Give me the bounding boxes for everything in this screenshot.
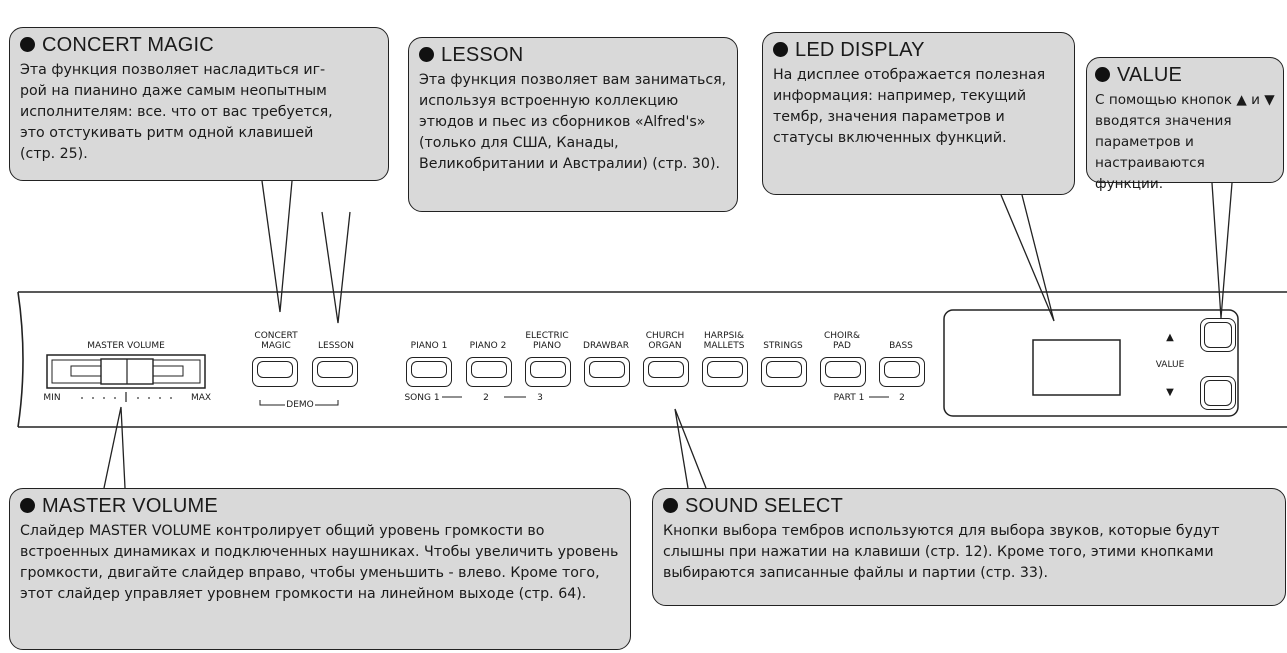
leader-sound-select [674,408,707,489]
piano-2-button[interactable] [466,357,512,387]
value-up-arrow-icon: ▲ [1166,332,1174,343]
sound-label-strings: STRINGS [763,341,803,351]
callout-title: SOUND SELECT [685,495,843,517]
leader-led-display [1000,194,1055,322]
lesson-label: LESSON [318,341,354,351]
bullet-icon [20,498,35,513]
strings-button[interactable] [761,357,807,387]
callout-lesson: LESSON Эта функция позволяет вам занимат… [408,37,738,212]
sound-label-piano-2: PIANO 2 [469,341,507,351]
part-1-label: PART 1 [833,393,865,403]
lesson-button[interactable] [312,357,358,387]
concert-magic-button[interactable] [252,357,298,387]
sound-label-harpsi-mallets: HARPSI& MALLETS [703,331,745,351]
callout-text: С помощью кнопок ▲ и ▼ вводятся значения… [1095,92,1275,192]
harpsi-mallets-button[interactable] [702,357,748,387]
callout-text: Слайдер MASTER VOLUME контролирует общий… [20,523,619,602]
sound-label-church-organ: CHURCH ORGAN [645,331,685,351]
choir-pad-button[interactable] [820,357,866,387]
callout-concert-magic: CONCERT MAGIC Эта функция позволяет насл… [9,27,389,181]
callout-title: CONCERT MAGIC [42,34,214,56]
panel-left-curve [17,291,24,428]
value-label: VALUE [1155,360,1185,370]
bullet-icon [773,42,788,57]
bullet-icon [20,37,35,52]
church-organ-button[interactable] [643,357,689,387]
leader-lesson [321,211,351,324]
piano-1-button[interactable] [406,357,452,387]
electric-piano-button[interactable] [525,357,571,387]
value-down-button[interactable] [1200,376,1236,410]
callout-master-volume: MASTER VOLUME Слайдер MASTER VOLUME конт… [9,488,631,650]
leader-value [1211,182,1233,319]
song-2-label: 2 [483,393,489,403]
callout-text: Эта функция позволяет вам заниматьcя, ис… [419,72,727,172]
leader-master-volume [103,406,126,489]
value-up-button[interactable] [1200,318,1236,352]
callout-led-display: LED DISPLAY На дисплее отображается поле… [762,32,1075,195]
sound-label-choir-pad: CHOIR& PAD [823,331,861,351]
callout-sound-select: SOUND SELECT Кнопки выбора тембров испол… [652,488,1286,606]
callout-text: Кнопки выбора тембров используются для в… [663,523,1220,581]
leader-concert-magic [261,180,293,313]
callout-title: LESSON [441,44,524,66]
sound-label-electric-piano: ELECTRIC PIANO [525,331,569,351]
master-volume-label: MASTER VOLUME [87,341,165,351]
sound-label-bass: BASS [889,341,913,351]
volume-min-label: MIN [43,393,61,403]
bass-button[interactable] [879,357,925,387]
bullet-icon [419,47,434,62]
value-down-arrow-icon: ▼ [1166,387,1174,398]
drawbar-button[interactable] [584,357,630,387]
song-3-label: 3 [537,393,543,403]
sound-label-piano-1: PIANO 1 [410,341,448,351]
sound-label-drawbar: DRAWBAR [583,341,629,351]
concert-magic-label: CONCERT MAGIC [254,331,298,351]
part-2-label: 2 [899,393,905,403]
song-1-label: SONG 1 [404,393,440,403]
demo-label: DEMO [286,400,314,410]
volume-max-label: MAX [190,393,212,403]
led-display-window [1032,339,1121,396]
callout-text: На дисплее отображается полезная информа… [773,67,1046,146]
callout-title: LED DISPLAY [795,39,925,61]
volume-scale-dots [81,397,172,399]
bullet-icon [663,498,678,513]
bullet-icon [1095,67,1110,82]
callout-title: MASTER VOLUME [42,495,218,517]
callout-title: VALUE [1117,64,1183,86]
callout-value: VALUE С помощью кнопок ▲ и ▼ вводятся зн… [1086,57,1284,192]
callout-text: Эта функция позволяет насладиться иг- ро… [20,62,333,162]
